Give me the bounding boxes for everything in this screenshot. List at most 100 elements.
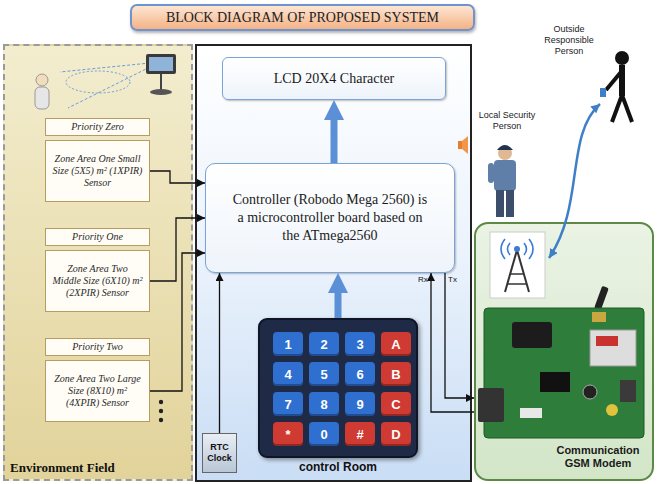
control-room-panel: control Room LCD 20X4 CharacterController… [195,44,472,482]
person-head [615,51,629,65]
tower-frame [490,232,545,298]
controller-text: Controller (Robodo Mega 2560) is a micro… [228,191,432,246]
tower-top [514,246,520,252]
gsm-panel: Communication GSM Modem [474,222,654,481]
keypad-key: 9 [345,392,375,416]
zone-box: Zone Area One Small Size (5X5) m² (1XPIR… [45,140,150,202]
block-arrow [335,285,342,318]
person-arm [606,72,621,90]
signal-label: Tx [448,275,457,284]
keypad-key: 3 [345,332,375,356]
person-leg [622,95,632,122]
speaker-body [458,141,462,149]
signal-waves [501,239,533,259]
gsm-module [590,330,636,366]
zone-text: Zone Area Two Middle Size (6X10) m² (2XP… [52,263,143,299]
keypad-key: D [381,422,411,446]
lcd-box: LCD 20X4 Character [222,57,446,100]
tower-bar [508,283,526,285]
panel-title: control Room [258,460,418,474]
signal-label: Rx [418,275,428,284]
person-head [36,74,48,86]
guard-head [498,146,512,160]
antenna [594,286,609,311]
security-guard-figure [488,145,516,217]
keypad-key: 2 [309,332,339,356]
block-arrow [331,112,338,163]
sensor-scene [35,54,176,109]
keypad-key: 1 [273,332,303,356]
priority-text: Priority Two [72,341,123,353]
keypad-key: B [381,362,411,386]
zone-box: Zone Area Two Middle Size (6X10) m² (2XP… [45,250,150,312]
priority-box: Priority Two [45,338,150,356]
speaker-icon [458,136,468,154]
sensor-base [150,89,172,95]
gsm-tower-icon [490,232,545,298]
guard-leg [496,190,504,217]
priority-text: Priority Zero [71,121,124,133]
rtc-box: RTC Clock [202,433,237,473]
signal-wire [219,273,220,433]
keypad-key: 5 [309,362,339,386]
rtc-text: RTC Clock [204,442,235,464]
title-banner: BLOCK DIAGRAM OF PROPOSED SYSTEM [130,4,475,31]
serial-connector [478,388,504,422]
person-body [35,87,49,109]
component [520,408,542,418]
component [620,380,636,402]
signal-wire [431,273,474,412]
keypad-key: # [345,422,375,446]
signal-wire [150,218,205,281]
keypad-key: 8 [309,392,339,416]
wireless-link [549,104,600,258]
sensor-range [66,71,130,93]
person-label: Local Security Person [474,110,540,132]
guard-torso [494,160,516,191]
signal-wire [150,171,205,183]
signal-wire [445,273,474,398]
panel-title: Communication GSM Modem [546,444,650,470]
module-label [596,336,618,346]
phone [600,88,606,97]
guard-arm [488,163,494,183]
tower-bar [510,273,524,275]
title-text: BLOCK DIAGRAM OF PROPOSED SYSTEM [166,10,439,26]
power-jack [512,322,552,348]
tower-leg [517,250,529,292]
person-label: Outside Responsible Person [538,24,600,56]
sensor-beam [60,63,150,72]
guard-cap [497,145,513,150]
dot [159,418,163,422]
zone-box: Zone Area Two Large Size (8X10) m² (4XPI… [45,360,150,422]
chip [540,372,570,392]
sensor-unit [146,54,176,74]
keypad-key: 0 [309,422,339,446]
sensor-beam [68,67,150,108]
controller-box: Controller (Robodo Mega 2560) is a micro… [205,163,455,273]
sensor-stand [160,74,162,90]
more-zones-dots [159,400,163,422]
priority-box: Priority One [45,228,150,246]
zone-text: Zone Area One Small Size (5X5) m² (1XPIR… [52,153,143,189]
keypad: 123A456B789C*0#D [258,318,418,458]
environment-panel: Environment Field Priority ZeroZone Area … [3,44,193,481]
dot [159,400,163,404]
keypad-key: * [273,422,303,446]
priority-box: Priority Zero [45,118,150,136]
sensor-screen [149,57,173,71]
guard-leg [506,190,514,217]
keypad-key: 7 [273,392,303,416]
panel-title: Environment Field [10,460,115,476]
speaker-cone [462,136,468,154]
pcb [484,308,644,438]
person-leg [612,95,622,122]
keypad-key: 6 [345,362,375,386]
capacitor [583,385,597,399]
dot [159,409,163,413]
lcd-text: LCD 20X4 Character [274,71,395,87]
zone-text: Zone Area Two Large Size (8X10) m² (4XPI… [52,373,143,409]
person-body [619,65,625,96]
antenna-socket [592,312,606,322]
